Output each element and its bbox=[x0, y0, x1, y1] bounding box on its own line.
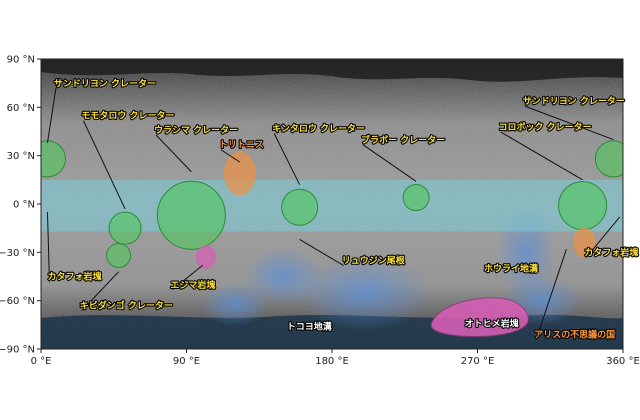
leader-label-brabo bbox=[362, 144, 417, 182]
leader-label-katafo-west bbox=[46, 212, 50, 282]
label-tokoyo: トコヨ地溝 bbox=[287, 321, 332, 333]
label-brabo: ブラボー クレーター bbox=[361, 134, 445, 146]
leader-label-sandoriyon-west bbox=[46, 88, 57, 143]
crater-markers bbox=[41, 140, 623, 269]
leader-label-alice bbox=[535, 248, 567, 340]
leader-label-sandoriyon-east bbox=[524, 105, 614, 141]
label-kibidango: キビダンゴ クレーター bbox=[80, 300, 173, 312]
label-kintarou: キンタロウ クレーター bbox=[272, 123, 365, 135]
boulder-ejima bbox=[195, 245, 216, 270]
x-tick-label: 270 °E bbox=[461, 356, 495, 367]
y-tick-label: 60 °N bbox=[7, 103, 35, 114]
label-sandoriyon-west: サンドリヨン クレーター bbox=[54, 77, 156, 89]
plot-area bbox=[41, 59, 623, 349]
y-tick-label: −60 °N bbox=[0, 296, 35, 307]
leader-label-kintarou bbox=[273, 133, 301, 185]
x-tick-label: 180 °E bbox=[315, 356, 349, 367]
label-korobokkuru: コロボック クレーター bbox=[499, 121, 592, 133]
crater-korobokkuru bbox=[558, 181, 608, 231]
leader-label-ejima bbox=[172, 264, 203, 291]
x-axis: 0 °E 90 °E 180 °E 270 °E 360 °E bbox=[31, 349, 640, 367]
lowland-regions bbox=[200, 207, 583, 331]
label-katafo-east: カタフォ岩塊 bbox=[584, 247, 638, 259]
boulder-torito-nisu bbox=[223, 151, 256, 196]
label-sandoriyon-east: サンドリヨン クレーター bbox=[523, 95, 625, 107]
crater-urashima bbox=[156, 180, 226, 250]
leader-label-ryuugu bbox=[299, 239, 344, 267]
leader-label-momotarou bbox=[82, 120, 126, 210]
y-tick-label: −30 °N bbox=[0, 248, 35, 259]
y-axis: 90 °N 60 °N 30 °N 0 °N −30 °N −60 °N −90 °N bbox=[0, 55, 41, 356]
crater-sandoriyon-east bbox=[594, 140, 623, 178]
label-toritonisu: トリトニス bbox=[219, 140, 264, 151]
leader-label-korobokkuru bbox=[500, 131, 583, 181]
lowland-patch bbox=[200, 281, 270, 326]
crater-brabo bbox=[402, 184, 430, 212]
label-leader-lines bbox=[46, 88, 621, 340]
label-ryuugu: リュウジン尾根 bbox=[342, 255, 406, 267]
crater-momotarou bbox=[108, 211, 142, 245]
x-tick-label: 90 °E bbox=[173, 356, 200, 367]
leader-label-kibidango bbox=[81, 271, 119, 312]
y-tick-label: −90 °N bbox=[0, 345, 35, 356]
label-ejima: エジマ岩塊 bbox=[170, 279, 215, 291]
label-urashima: ウラシマ クレーター bbox=[154, 124, 238, 136]
crater-kintarou bbox=[281, 188, 319, 226]
label-otohime: オトヒメ岩塊 bbox=[465, 317, 519, 329]
y-tick-label: 30 °N bbox=[7, 151, 35, 162]
north-polar-shadow bbox=[41, 59, 623, 82]
x-tick-label: 360 °E bbox=[606, 356, 640, 367]
otohime-boulder bbox=[430, 297, 529, 337]
x-tick-label: 0 °E bbox=[31, 356, 52, 367]
label-alice: アリスの不思議の国 bbox=[534, 329, 615, 341]
crater-kibidango bbox=[106, 243, 132, 269]
y-tick-label: 0 °N bbox=[13, 200, 35, 211]
boulder-katafo-east bbox=[573, 227, 596, 258]
label-momotarou: モモタロウ クレーター bbox=[81, 110, 174, 122]
leader-label-toritonisu bbox=[220, 149, 241, 163]
lowland-patch bbox=[496, 207, 556, 298]
leader-label-katafo-east bbox=[585, 216, 621, 258]
y-tick-label: 90 °N bbox=[7, 55, 35, 66]
leader-label-urashima bbox=[155, 134, 192, 173]
label-houri: ホウライ地溝 bbox=[484, 263, 538, 275]
boulder-markers bbox=[195, 151, 596, 270]
lowland-patch bbox=[294, 254, 435, 331]
label-katafo-west: カタフォ岩塊 bbox=[47, 271, 101, 283]
